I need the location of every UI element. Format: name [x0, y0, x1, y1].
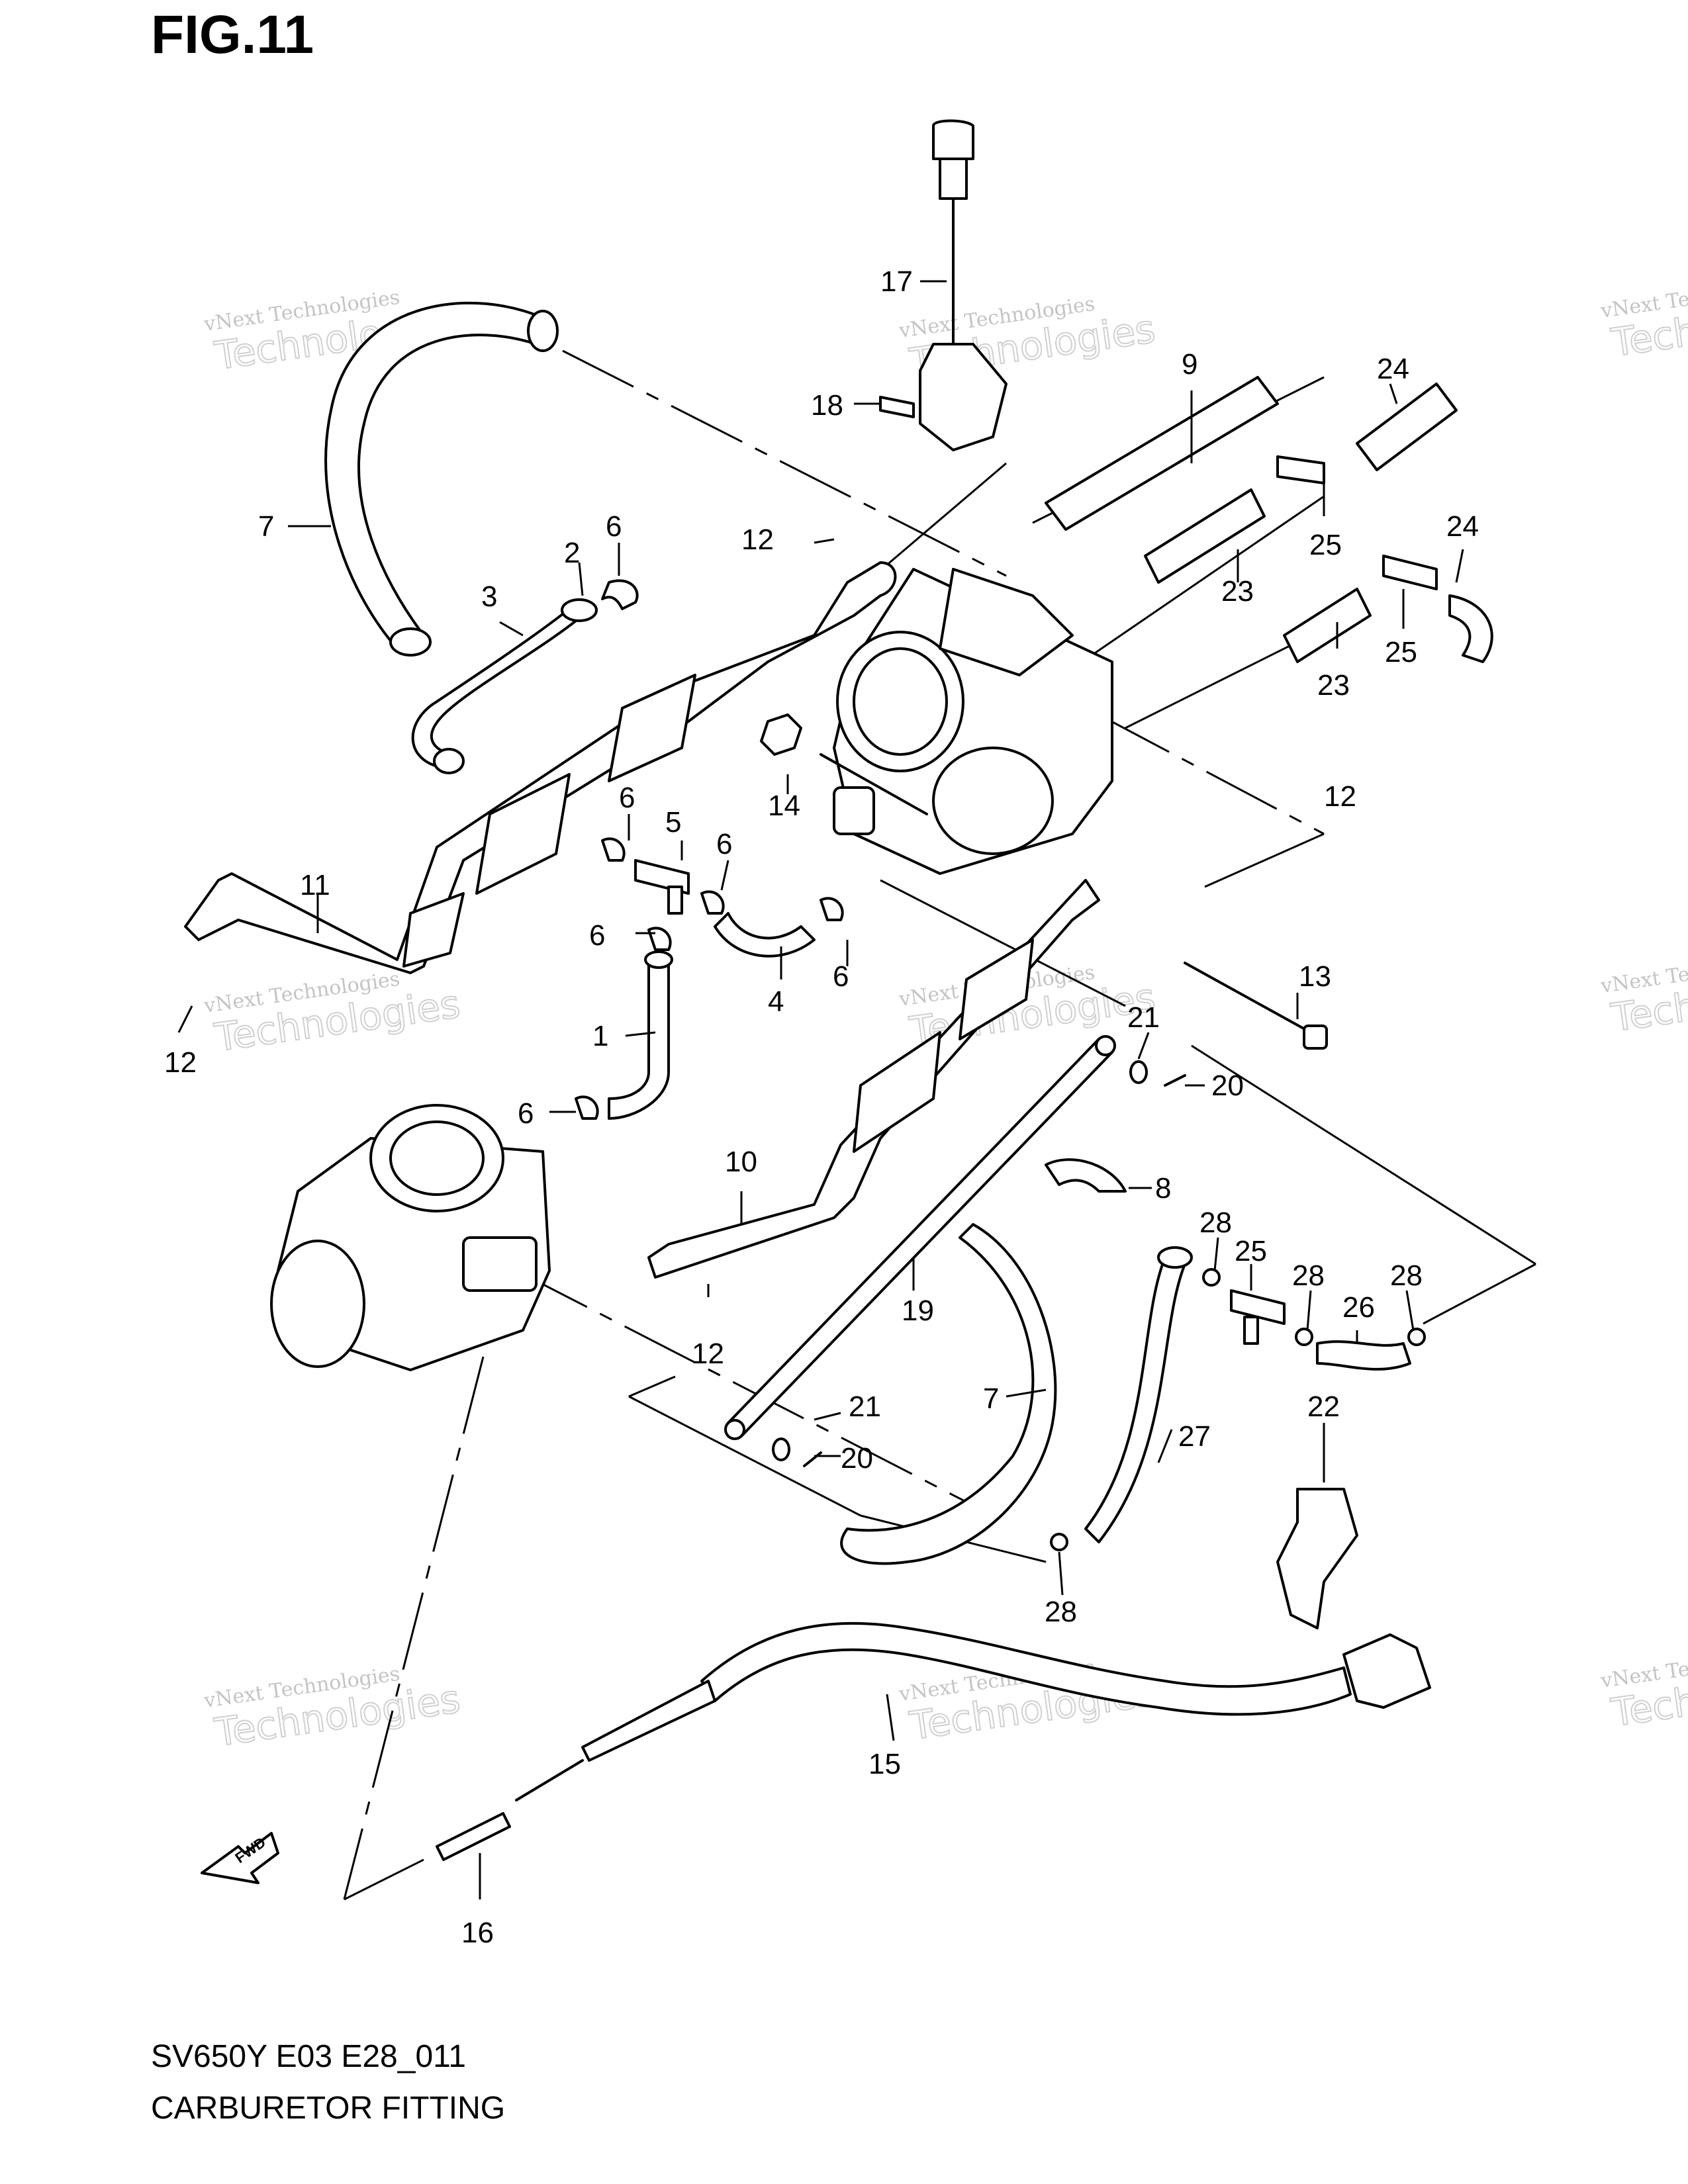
callout-28c: 28 [1390, 1259, 1423, 1292]
callout-18: 18 [811, 389, 843, 422]
clip-8 [1045, 1158, 1127, 1193]
callout-leaders [177, 280, 1464, 1899]
hose-23 [1144, 488, 1266, 584]
bracket-11 [184, 561, 897, 974]
callout-6c: 6 [619, 782, 635, 814]
hose-26 [1316, 1340, 1411, 1371]
tee-25 [1276, 455, 1325, 484]
clamp-6 [820, 897, 844, 921]
vent-hose-lower [840, 1223, 1057, 1565]
hose-4 [714, 912, 816, 958]
callout-13: 13 [1299, 960, 1331, 993]
callout-20b: 20 [841, 1442, 873, 1475]
clip-28 [1295, 1328, 1313, 1346]
callout-6f: 6 [518, 1097, 534, 1130]
bracket-10 [647, 879, 1100, 1279]
clamp-2 [601, 579, 639, 610]
clamp-6 [700, 890, 725, 915]
callout-10: 10 [725, 1146, 757, 1178]
callout-23a: 23 [1221, 575, 1254, 608]
callout-12a: 12 [741, 523, 774, 556]
callout-27: 27 [1178, 1420, 1211, 1453]
assembly-frame-lines [343, 349, 1536, 1901]
callout-12d: 12 [692, 1338, 724, 1370]
callout-6a: 6 [606, 510, 622, 543]
hose-24 [1356, 383, 1458, 471]
hose-24 [1448, 594, 1493, 663]
clamp-6 [575, 1095, 599, 1120]
hose-1 [608, 958, 670, 1120]
clamp-6 [647, 927, 672, 951]
callout-20a: 20 [1211, 1069, 1244, 1102]
callout-21b: 21 [849, 1390, 881, 1423]
callout-28b: 28 [1292, 1259, 1325, 1292]
callout-7b: 7 [983, 1383, 999, 1415]
carburetor-lower [270, 1104, 551, 1371]
long-bolt-13 [1184, 962, 1312, 1034]
callout-26: 26 [1342, 1291, 1375, 1324]
callout-8: 8 [1155, 1172, 1171, 1205]
callout-15: 15 [868, 1748, 901, 1780]
callout-6d: 6 [589, 919, 605, 952]
vent-hose-upper [324, 301, 544, 650]
callout-25b: 25 [1385, 636, 1417, 668]
hose-27 [1084, 1256, 1186, 1543]
cap-14 [760, 713, 802, 756]
model-code-caption: SV650Y E03 E28_011 [151, 2039, 466, 2074]
callout-9: 9 [1182, 348, 1197, 381]
carburetor-upper [833, 568, 1113, 875]
callout-6b: 6 [716, 828, 732, 860]
pin-20 [1164, 1074, 1186, 1087]
elbow-hose-3 [411, 608, 584, 769]
washer-21 [772, 1437, 790, 1461]
sensor-17 [919, 119, 1008, 451]
callout-28a: 28 [1199, 1206, 1232, 1239]
callout-7a: 7 [258, 510, 274, 543]
pipe-14 [820, 753, 928, 815]
clip-28 [1050, 1533, 1068, 1551]
figure-title: FIG.11 [151, 5, 314, 65]
callout-12c: 12 [164, 1046, 197, 1079]
tee-25 [1382, 555, 1438, 590]
callout-3: 3 [481, 580, 497, 613]
clamp-6 [601, 837, 626, 862]
callout-25a: 25 [1309, 529, 1342, 561]
callout-25c: 25 [1235, 1235, 1267, 1267]
callout-6e: 6 [833, 960, 849, 993]
callout-12b: 12 [1324, 780, 1356, 813]
callout-11: 11 [300, 869, 330, 901]
throttle-cable-15 [700, 1621, 1352, 1716]
callout-28d: 28 [1045, 1596, 1077, 1628]
clip-28 [1407, 1328, 1426, 1346]
section-name-caption: CARBURETOR FITTING [151, 2091, 506, 2126]
callout-2: 2 [564, 537, 580, 569]
callout-5: 5 [665, 806, 681, 839]
spring-16 [436, 1812, 511, 1861]
clip-28 [1202, 1268, 1221, 1287]
pin-20 [803, 1451, 822, 1467]
forward-arrow-icon: FWD [201, 1832, 279, 1884]
callout-labels: 1 2 3 4 5 6 6 6 6 6 6 7 7 8 9 10 11 12 1… [164, 265, 1479, 1949]
bolt-18 [879, 396, 915, 418]
callout-23b: 23 [1317, 669, 1350, 702]
tee-5 [634, 859, 690, 895]
callout-22: 22 [1307, 1390, 1340, 1423]
callout-1: 1 [592, 1020, 608, 1052]
tee-25-lower [1230, 1289, 1286, 1325]
callout-19: 19 [902, 1295, 934, 1327]
callout-21a: 21 [1127, 1001, 1160, 1034]
callout-17: 17 [880, 265, 913, 298]
callout-4: 4 [768, 985, 784, 1018]
hose-23 [1283, 588, 1372, 663]
callout-14: 14 [768, 790, 800, 822]
callout-24a: 24 [1377, 353, 1409, 385]
hose-9 [1045, 376, 1279, 531]
bracket-22 [1276, 1488, 1358, 1629]
washer-21 [1129, 1060, 1148, 1084]
callout-24b: 24 [1446, 510, 1479, 543]
callout-16: 16 [461, 1917, 494, 1949]
